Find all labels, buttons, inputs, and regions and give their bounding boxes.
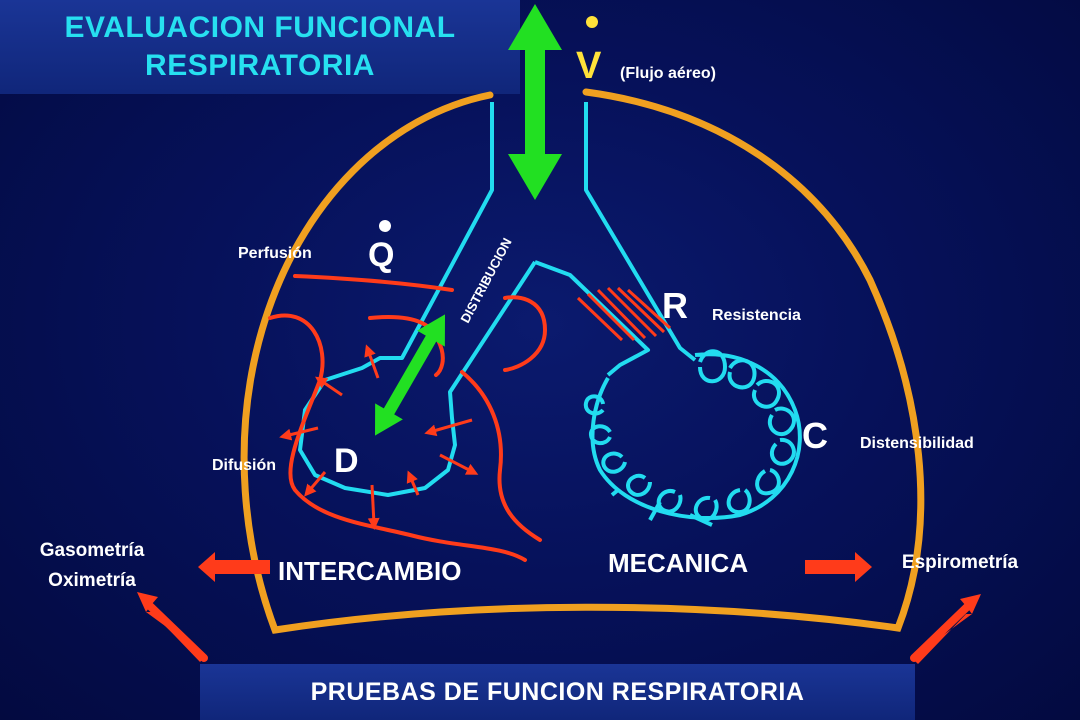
distribucion-label: DISTRIBUCION (457, 235, 514, 325)
footer-banner: PRUEBAS DE FUNCION RESPIRATORIA (200, 664, 915, 720)
d-symbol: D (334, 442, 359, 480)
gasometria-label: Gasometría (40, 540, 145, 561)
diffusion-arrows (279, 344, 479, 530)
perfusion-label: Perfusión (238, 245, 312, 262)
title-banner: EVALUACION FUNCIONAL RESPIRATORIA (0, 0, 520, 94)
alveolus-coil (583, 349, 802, 522)
q-symbol: Q (368, 236, 394, 274)
page-title: EVALUACION FUNCIONAL RESPIRATORIA (64, 11, 456, 82)
capillaries (268, 274, 548, 562)
r-symbol: R (662, 285, 688, 326)
intercambio-label: INTERCAMBIO (278, 556, 461, 586)
distribution-arrow-icon (375, 314, 445, 436)
chest-outline (240, 88, 925, 634)
arrow-up-right-shaft (910, 602, 972, 662)
distensibilidad-label: Distensibilidad (860, 435, 974, 452)
arrow-to-espirometria (805, 552, 872, 582)
difusion-label: Difusión (212, 457, 276, 474)
arrow-up-left-shaft (146, 602, 208, 662)
v-symbol: V (576, 45, 602, 87)
v-dot (586, 16, 598, 28)
oximetria-label: Oximetría (48, 570, 136, 591)
airway-tree (298, 102, 802, 527)
flujo-aereo-label: (Flujo aéreo) (620, 65, 716, 82)
espirometria-label: Espirometría (902, 552, 1019, 573)
arrow-to-gasometria (198, 552, 270, 582)
footer-title: PRUEBAS DE FUNCION RESPIRATORIA (310, 677, 805, 706)
resistencia-label: Resistencia (712, 307, 801, 324)
airflow-arrow-icon (508, 4, 562, 200)
resistance-lines (576, 286, 672, 342)
c-symbol: C (802, 415, 828, 456)
mecanica-label: MECANICA (608, 548, 748, 578)
q-dot (379, 220, 391, 232)
